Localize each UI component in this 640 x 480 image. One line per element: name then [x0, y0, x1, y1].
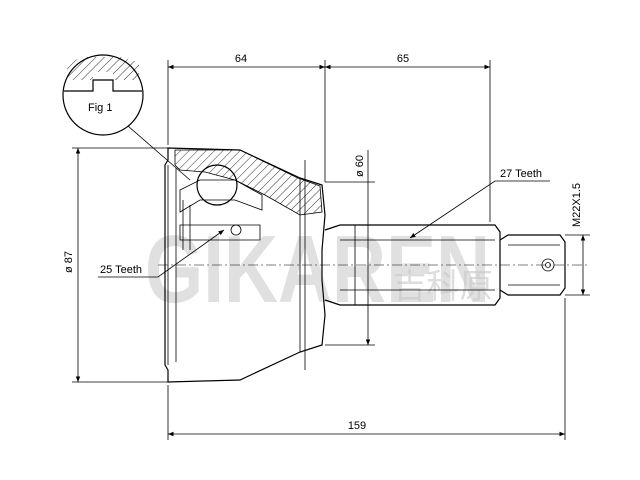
- inner-race: [179, 164, 263, 250]
- fig-detail-hatch: [67, 57, 139, 80]
- callout-25-text: 25 Teeth: [100, 264, 142, 276]
- dim-65-text: 65: [397, 53, 409, 65]
- fig-detail-spline-profile: [64, 79, 142, 92]
- dim-dia-87: ø 87: [63, 147, 168, 383]
- dim-60-text: ø 60: [354, 155, 366, 177]
- dim-65: 65: [325, 53, 491, 222]
- dim-thread-text: M22X1.5: [571, 183, 583, 227]
- dim-159: 159: [167, 298, 566, 440]
- fig-detail: Fig 1: [62, 54, 191, 181]
- watermark: GIKAREN 吉科原: [145, 216, 493, 323]
- dim-87-text: ø 87: [63, 251, 75, 273]
- dim-64: 64: [167, 53, 326, 182]
- stem-shaft: [324, 224, 501, 306]
- dim-thread: M22X1.5: [565, 183, 590, 296]
- housing-outline: [164, 147, 326, 383]
- shaft-outline: [324, 224, 501, 306]
- fig-leader: [127, 125, 191, 181]
- cotter-pin-hole-inner: [545, 262, 551, 268]
- fig-label: Fig 1: [88, 102, 112, 114]
- threaded-end: [499, 234, 566, 296]
- cotter-pin-hole: [541, 258, 555, 272]
- callout-25-teeth: 25 Teeth: [98, 229, 225, 278]
- fig-detail-circle: [62, 54, 144, 136]
- dim-64-text: 64: [235, 53, 247, 65]
- watermark-chinese: 吉科原: [393, 267, 493, 307]
- ball: [196, 164, 238, 206]
- callout-27-text: 27 Teeth: [500, 168, 542, 180]
- dim-159-text: 159: [348, 420, 366, 432]
- inner-race-body: [179, 224, 261, 241]
- callout-27-leader: [409, 180, 550, 239]
- callout-27-teeth: 27 Teeth: [409, 168, 550, 239]
- callout-25-leader: [98, 229, 225, 278]
- thread-outline: [499, 234, 566, 296]
- cage-top: [179, 179, 263, 213]
- dim-dia-60: ø 60: [325, 150, 375, 346]
